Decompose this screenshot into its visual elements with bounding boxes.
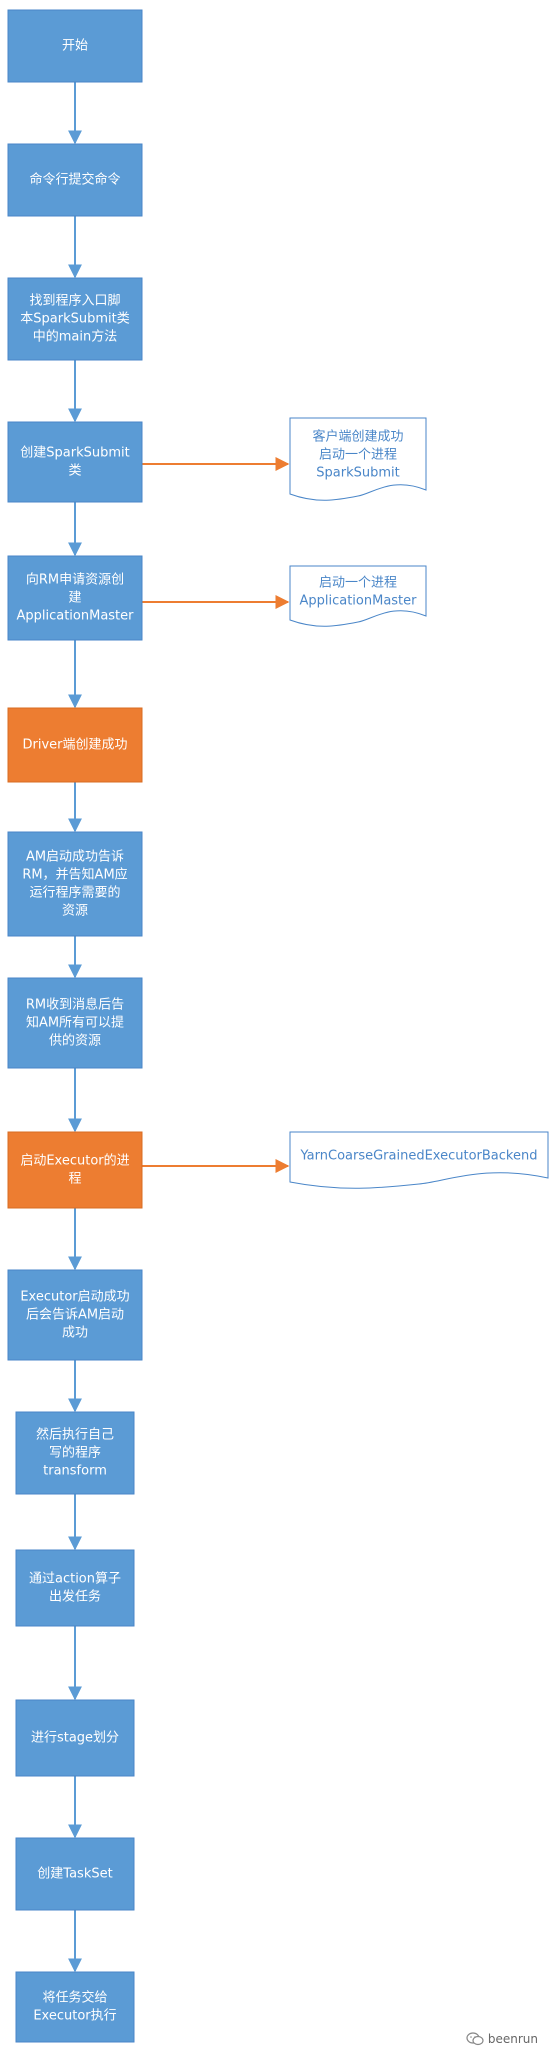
note-executor-backend: YarnCoarseGrainedExecutorBackend xyxy=(289,1131,549,1189)
step-label-executor-started-line-2: 后会告诉AM启动 xyxy=(26,1308,124,1323)
step-box-rm-received xyxy=(7,977,143,1069)
watermark-text: beenrun xyxy=(487,2032,538,2046)
step-label-start-executor-line-2: 程 xyxy=(68,1172,81,1187)
step-label-start-line-1: 开始 xyxy=(62,39,88,54)
step-box-action-trigger xyxy=(15,1549,135,1627)
step-create-taskset: 创建TaskSet xyxy=(15,1837,135,1911)
note-shape-client-process xyxy=(289,417,427,501)
note-shape-executor-backend xyxy=(289,1131,549,1189)
step-label-executor-started-line-3: 成功 xyxy=(62,1326,88,1341)
step-label-find-entry-line-2: 本SparkSubmit类 xyxy=(20,312,129,327)
step-label-rm-received-line-3: 供的资源 xyxy=(49,1033,101,1049)
step-driver-created: Driver端创建成功 xyxy=(7,707,143,783)
watermark: beenrun xyxy=(466,2032,538,2046)
step-box-run-transform xyxy=(15,1411,135,1495)
step-label-create-sparksubmit-line-1: 创建SparkSubmit xyxy=(20,446,129,461)
step-box-create-sparksubmit xyxy=(7,421,143,503)
note-label-am-process-line-2: ApplicationMaster xyxy=(299,594,417,609)
step-label-find-entry-line-3: 中的main方法 xyxy=(33,329,117,345)
note-label-executor-backend-line-1: YarnCoarseGrainedExecutorBackend xyxy=(300,1149,538,1164)
step-label-create-taskset-line-1: 创建TaskSet xyxy=(37,1867,112,1882)
step-box-stage-split xyxy=(15,1699,135,1777)
step-submit-to-executor: 将任务交给 Executor执行 xyxy=(15,1971,135,2043)
note-am-process: 启动一个进程 ApplicationMaster xyxy=(289,565,427,627)
step-label-run-transform-line-3: transform xyxy=(43,1464,107,1479)
step-box-start xyxy=(7,9,143,83)
wechat-icon xyxy=(466,2032,484,2046)
step-label-start-executor-line-1: 启动Executor的进 xyxy=(20,1153,129,1169)
step-box-submit-command xyxy=(7,143,143,217)
step-label-submit-to-executor-line-1: 将任务交给 xyxy=(42,1990,107,2006)
note-label-am-process-line-1: 启动一个进程 xyxy=(319,576,397,591)
step-box-submit-to-executor xyxy=(15,1971,135,2043)
step-label-run-transform-line-1: 然后执行自己 xyxy=(36,1427,114,1443)
step-create-sparksubmit: 创建SparkSubmit 类 xyxy=(7,421,143,503)
note-label-client-process-line-2: 启动一个进程 xyxy=(319,448,397,463)
note-shape-am-process xyxy=(289,565,427,627)
process-steps: 开始命令行提交命令找到程序入口脚本SparkSubmit类中的main方法创建S… xyxy=(7,9,143,2043)
step-box-am-started xyxy=(7,831,143,937)
step-start: 开始 xyxy=(7,9,143,83)
step-label-submit-command-line-1: 命令行提交命令 xyxy=(29,172,120,188)
step-box-find-entry xyxy=(7,277,143,361)
note-label-client-process-line-1: 客户端创建成功 xyxy=(312,429,403,445)
step-label-am-started-line-2: RM，并告知AM应 xyxy=(22,867,127,883)
step-submit-command: 命令行提交命令 xyxy=(7,143,143,217)
step-box-driver-created xyxy=(7,707,143,783)
step-label-executor-started-line-1: Executor启动成功 xyxy=(20,1290,129,1305)
step-label-am-started-line-3: 运行程序需要的 xyxy=(29,885,120,901)
step-stage-split: 进行stage划分 xyxy=(15,1699,135,1777)
step-label-run-transform-line-2: 写的程序 xyxy=(49,1445,101,1461)
note-label-client-process-line-3: SparkSubmit xyxy=(316,466,399,481)
step-label-rm-received-line-1: RM收到消息后告 xyxy=(26,997,124,1013)
step-box-create-taskset xyxy=(15,1837,135,1911)
step-box-request-am xyxy=(7,555,143,641)
step-box-executor-started xyxy=(7,1269,143,1361)
step-label-find-entry-line-1: 找到程序入口脚 xyxy=(29,293,120,309)
step-label-am-started-line-4: 资源 xyxy=(62,904,88,919)
step-label-request-am-line-1: 向RM申请资源创 xyxy=(26,572,124,588)
step-label-stage-split-line-1: 进行stage划分 xyxy=(31,1731,119,1746)
step-label-driver-created-line-1: Driver端创建成功 xyxy=(22,738,127,753)
step-label-action-trigger-line-1: 通过action算子 xyxy=(29,1572,121,1587)
step-label-create-sparksubmit-line-2: 类 xyxy=(68,464,81,479)
connectors xyxy=(68,82,290,1973)
step-label-action-trigger-line-2: 出发任务 xyxy=(49,1589,101,1605)
step-label-request-am-line-2: 建 xyxy=(68,591,81,606)
step-label-request-am-line-3: ApplicationMaster xyxy=(16,609,134,624)
step-label-am-started-line-1: AM启动成功告诉 xyxy=(26,850,124,865)
step-label-submit-to-executor-line-2: Executor执行 xyxy=(33,2009,116,2024)
step-box-start-executor xyxy=(7,1131,143,1209)
step-label-rm-received-line-2: 知AM所有可以提 xyxy=(26,1015,124,1031)
